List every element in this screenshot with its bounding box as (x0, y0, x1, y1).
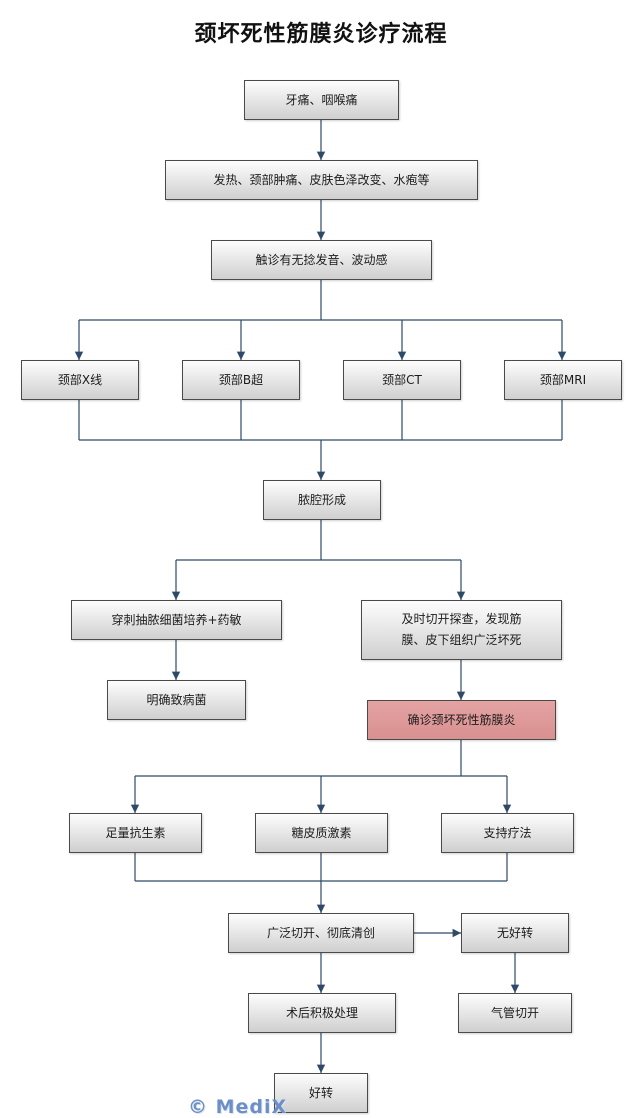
node-pathogen: 明确致病菌 (107, 680, 246, 720)
node-toothache: 牙痛、咽喉痛 (244, 80, 399, 120)
node-fever: 发热、颈部肿痛、皮肤色泽改变、水疱等 (165, 160, 478, 200)
node-abscess: 脓腔形成 (263, 480, 381, 520)
node-antibiotics: 足量抗生素 (69, 813, 202, 853)
node-explore-line1: 及时切开探查，发现筋 (401, 612, 522, 626)
node-ct: 颈部CT (343, 360, 461, 400)
node-diagnosis: 确诊颈坏死性筋膜炎 (367, 700, 556, 740)
node-bscan: 颈部B超 (182, 360, 300, 400)
node-explore: 及时切开探查，发现筋 膜、皮下组织广泛坏死 (361, 600, 562, 660)
node-mri: 颈部MRI (504, 360, 622, 400)
node-postop: 术后积极处理 (248, 993, 396, 1033)
node-incision: 广泛切开、彻底清创 (228, 913, 414, 953)
node-support: 支持疗法 (441, 813, 574, 853)
node-improve: 好转 (274, 1073, 368, 1113)
node-no-improve: 无好转 (461, 913, 569, 953)
diagram-title: 颈坏死性筋膜炎诊疗流程 (194, 21, 448, 47)
node-puncture: 穿刺抽脓细菌培养+药敏 (71, 600, 282, 640)
node-explore-line2: 膜、皮下组织广泛坏死 (401, 633, 522, 647)
node-palpation: 触诊有无捻发音、波动感 (211, 240, 432, 280)
node-xray: 颈部X线 (21, 360, 139, 400)
node-tracheotomy: 气管切开 (458, 993, 572, 1033)
node-steroids: 糖皮质激素 (255, 813, 388, 853)
watermark: © MediX (188, 1096, 288, 1118)
